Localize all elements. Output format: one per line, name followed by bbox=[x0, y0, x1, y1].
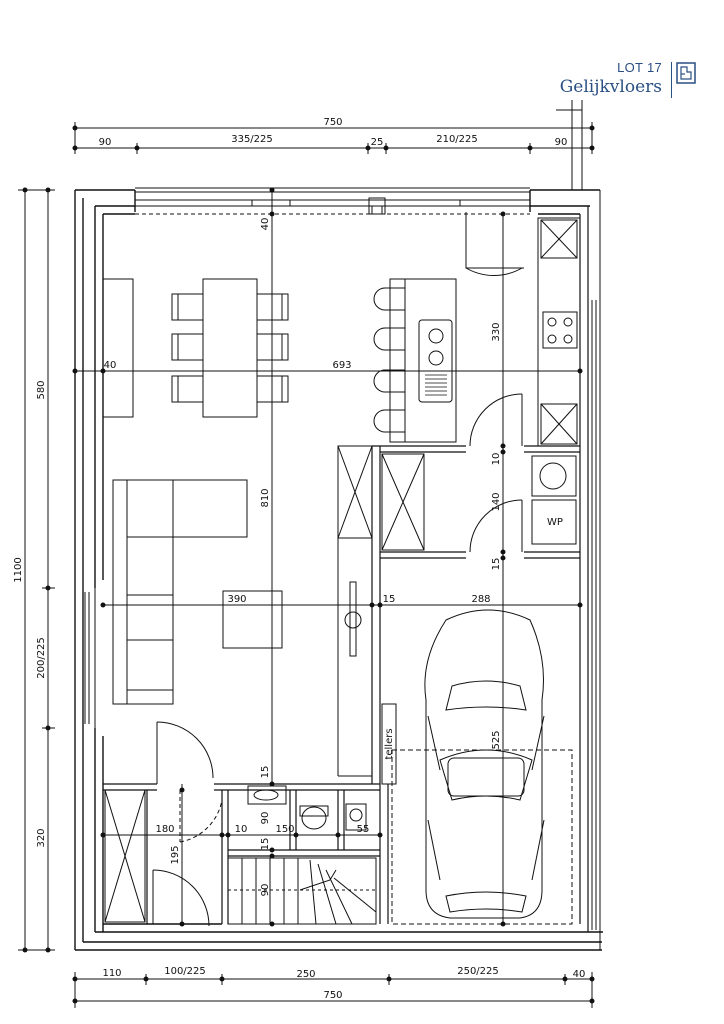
lot-number: LOT 17 bbox=[617, 60, 662, 75]
top-dimensions bbox=[72, 122, 595, 154]
dim-bottom-total: 750 bbox=[323, 990, 342, 1001]
floorplan-icon bbox=[676, 62, 696, 84]
dim-top-3: 25 bbox=[371, 137, 384, 148]
left-side-window bbox=[74, 588, 96, 728]
dim-v-15c: 15 bbox=[260, 838, 271, 851]
heat-pump-label: WP bbox=[547, 517, 563, 528]
dim-h-10: 10 bbox=[235, 824, 248, 835]
garage-car bbox=[381, 609, 573, 925]
dim-left-1: 580 bbox=[36, 380, 47, 399]
right-facade bbox=[556, 100, 601, 950]
dim-bottom-3: 250 bbox=[296, 969, 315, 980]
kitchen-counter bbox=[537, 217, 581, 447]
dim-bottom-5: 40 bbox=[573, 969, 586, 980]
sideboard bbox=[102, 278, 134, 418]
left-dimensions bbox=[18, 187, 55, 953]
dim-v-330: 330 bbox=[491, 322, 502, 341]
sofa bbox=[112, 479, 248, 705]
bathroom-fixtures bbox=[247, 785, 367, 831]
dim-v-90: 90 bbox=[260, 812, 271, 825]
dim-h-15: 15 bbox=[383, 594, 396, 605]
dim-bottom-2: 100/225 bbox=[164, 966, 206, 977]
doors bbox=[152, 212, 524, 927]
outer-walls bbox=[74, 189, 603, 951]
dim-v-10: 10 bbox=[491, 453, 502, 466]
dim-top-2: 335/225 bbox=[231, 134, 273, 145]
dim-left-2: 200/225 bbox=[36, 637, 47, 679]
dim-v-15a: 15 bbox=[491, 558, 502, 571]
dim-v-810: 810 bbox=[260, 488, 271, 507]
dim-h-55: 55 bbox=[357, 824, 370, 835]
dim-v-90b: 90 bbox=[260, 884, 271, 897]
header-divider bbox=[671, 62, 672, 98]
dining-table-set bbox=[171, 278, 289, 418]
bottom-dimensions bbox=[72, 972, 595, 1008]
kitchen-island bbox=[373, 278, 457, 443]
dim-top-4: 210/225 bbox=[436, 134, 478, 145]
dim-left-3: 320 bbox=[36, 828, 47, 847]
dim-v-195: 195 bbox=[170, 845, 181, 864]
dim-h-180: 180 bbox=[155, 824, 174, 835]
dim-bottom-4: 250/225 bbox=[457, 966, 499, 977]
floor-level-title: Gelijkvloers bbox=[559, 77, 662, 97]
front-facade-window bbox=[135, 187, 530, 215]
dim-v-15b: 15 bbox=[260, 766, 271, 779]
dim-v-140: 140 bbox=[491, 492, 502, 511]
dim-left-total: 1100 bbox=[13, 557, 24, 582]
storage-cupboards bbox=[104, 445, 425, 923]
dim-v-525: 525 bbox=[491, 730, 502, 749]
dim-h-390: 390 bbox=[227, 594, 246, 605]
meters-label: tellers bbox=[384, 728, 395, 759]
dim-bottom-1: 110 bbox=[102, 968, 121, 979]
dim-v-top-40: 40 bbox=[260, 218, 271, 231]
dim-h-150: 150 bbox=[275, 824, 294, 835]
dim-living-left: 40 bbox=[104, 360, 117, 371]
plan-header: LOT 17 Gelijkvloers bbox=[560, 60, 662, 98]
dim-top-1: 90 bbox=[99, 137, 112, 148]
staircase bbox=[227, 857, 377, 925]
dim-h-288: 288 bbox=[471, 594, 490, 605]
dim-top-5: 90 bbox=[555, 137, 568, 148]
dim-top-total: 750 bbox=[323, 117, 342, 128]
interior-dimensions bbox=[72, 187, 583, 927]
laundry-appliances bbox=[531, 455, 577, 545]
coffee-table bbox=[222, 590, 283, 649]
dim-living-width: 693 bbox=[332, 360, 351, 371]
interior-walls bbox=[103, 206, 589, 932]
